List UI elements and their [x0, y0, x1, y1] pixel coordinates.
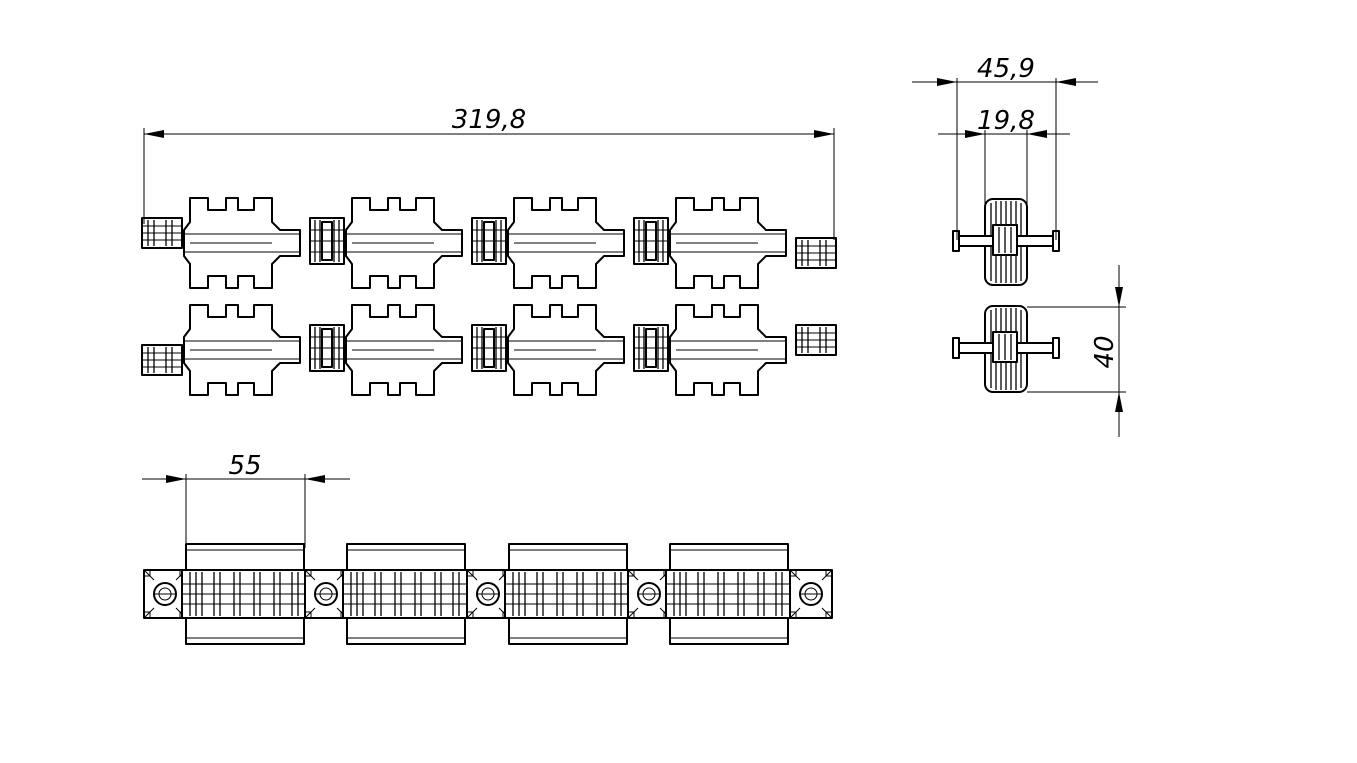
front-link	[665, 543, 793, 645]
dimension-label: 45,9	[977, 54, 1035, 84]
chain-link	[345, 304, 463, 396]
dimension-overall-length: 319,8	[143, 105, 835, 240]
side-view	[952, 198, 1060, 393]
top-view-row-2	[141, 304, 837, 396]
chain-end-pin	[795, 324, 837, 356]
front-connector	[304, 569, 348, 619]
chain-end-pin	[141, 344, 183, 376]
dimension-label: 40	[1090, 335, 1120, 368]
dimension-inner-width: 19,8	[938, 106, 1070, 205]
dimension-label: 319,8	[452, 105, 526, 135]
front-connector	[789, 569, 833, 619]
chain-link	[183, 197, 301, 289]
dimension-pitch: 55	[142, 451, 350, 548]
dimension-height: 40	[1027, 265, 1126, 437]
chain-end-pin	[141, 217, 183, 249]
front-connector	[466, 569, 510, 619]
front-connector	[143, 569, 187, 619]
chain-connector	[309, 324, 345, 372]
dimension-overall-width: 45,9	[912, 54, 1098, 240]
dimension-label: 55	[228, 451, 261, 481]
chain-link	[669, 197, 787, 289]
front-link	[504, 543, 632, 645]
chain-connector	[633, 217, 669, 265]
chain-connector	[633, 324, 669, 372]
front-link	[342, 543, 470, 645]
chain-connector	[309, 217, 345, 265]
side-view-lower	[952, 305, 1060, 393]
side-view-upper	[952, 198, 1060, 286]
dimension-label: 19,8	[977, 106, 1035, 136]
top-view-row-1	[141, 197, 837, 289]
chain-connector	[471, 324, 507, 372]
chain-connector	[471, 217, 507, 265]
front-link	[181, 543, 309, 645]
chain-link	[507, 197, 625, 289]
chain-end-pin	[795, 237, 837, 269]
chain-link	[669, 304, 787, 396]
chain-link	[507, 304, 625, 396]
chain-link	[183, 304, 301, 396]
front-view	[143, 543, 833, 645]
front-connector	[627, 569, 671, 619]
chain-link	[345, 197, 463, 289]
